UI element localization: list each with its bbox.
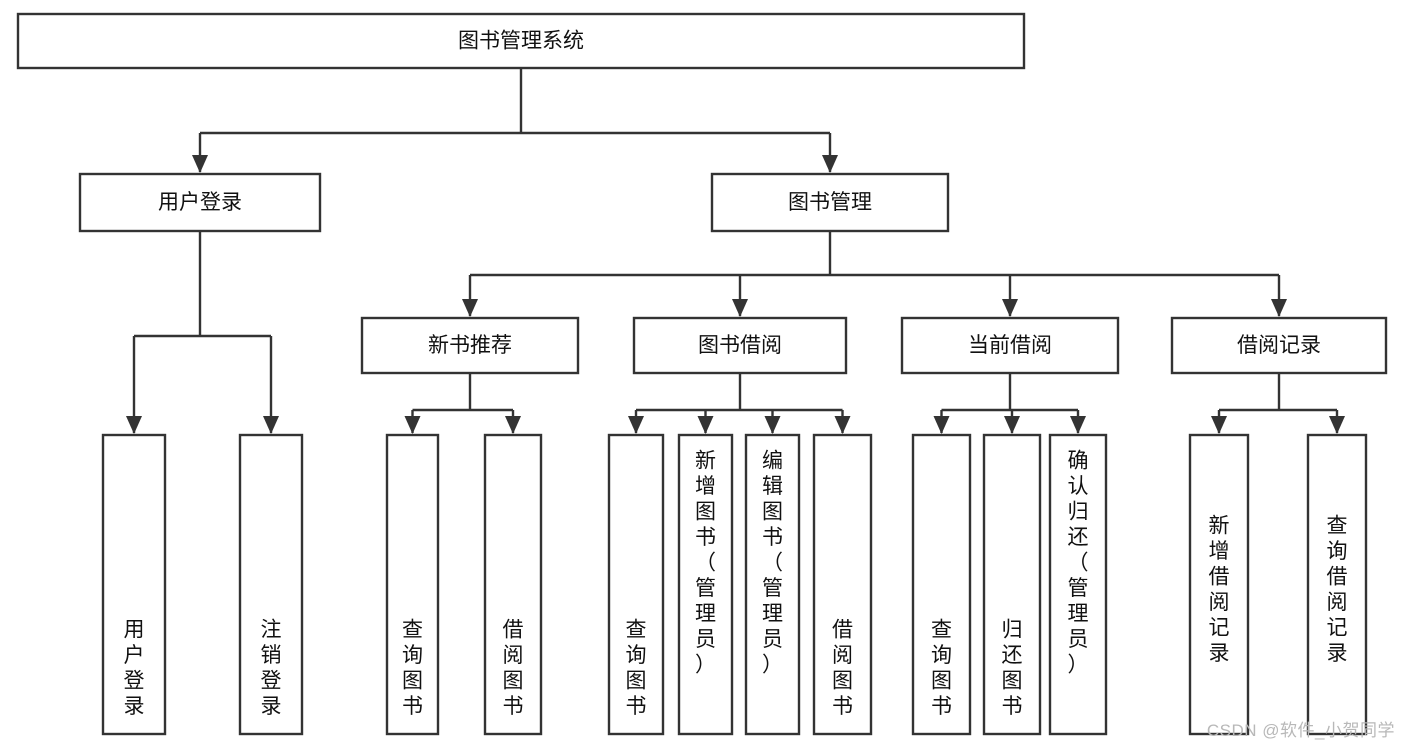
node-level2-0[interactable]: 用户登录 (78, 172, 322, 233)
node-leaf-7-label: 借阅图书 (832, 618, 853, 718)
arrow-head-icon (1070, 416, 1086, 434)
node-level2-1-rect (710, 172, 950, 233)
node-leaf-2-rect (385, 433, 440, 736)
node-leaf-0-rect (101, 433, 167, 736)
node-level3-0-label: 新书推荐 (428, 334, 512, 357)
arrow-head-icon (1271, 299, 1287, 317)
node-leaf-6-rect (744, 433, 801, 736)
node-level3-2-label: 当前借阅 (968, 334, 1052, 357)
arrow-head-icon (404, 416, 421, 434)
node-level2-0-rect (78, 172, 322, 233)
arrow-head-icon (933, 416, 950, 434)
node-level2-1-label: 图书管理 (788, 191, 872, 214)
node-leaf-2[interactable]: 查询图书 (385, 433, 440, 736)
node-leaf-9-rect (982, 433, 1042, 736)
arrow-head-icon (462, 299, 478, 317)
node-leaf-7[interactable]: 借阅图书 (812, 433, 873, 736)
node-leaf-12-rect (1306, 433, 1368, 736)
watermark-label: CSDN @软件_小贺同学 (1206, 721, 1395, 740)
arrow-head-icon (732, 299, 748, 317)
node-leaf-5-rect (677, 433, 734, 736)
arrow-head-icon (1004, 416, 1020, 434)
arrow-head-icon (697, 416, 714, 434)
arrow-head-icon (1329, 416, 1345, 434)
node-level3-0[interactable]: 新书推荐 (360, 316, 580, 375)
node-leaf-5[interactable]: 新增图书（管理员） (677, 433, 734, 736)
node-root-system-label: 图书管理系统 (458, 30, 584, 53)
node-leaf-10-rect (1048, 433, 1108, 736)
arrow-head-icon (822, 155, 838, 173)
arrow-head-icon (263, 416, 279, 434)
node-leaf-1[interactable]: 注销登录 (238, 433, 304, 736)
node-leaf-12[interactable]: 查询借阅记录 (1306, 433, 1368, 736)
node-leaf-0[interactable]: 用户登录 (101, 433, 167, 736)
node-leaf-6[interactable]: 编辑图书（管理员） (744, 433, 801, 736)
node-leaf-11-label: 新增借阅记录 (1209, 514, 1230, 665)
node-leaf-5-label: 新增图书（管理员） (695, 449, 716, 676)
node-level3-3-rect (1170, 316, 1388, 375)
arrow-head-icon (628, 416, 644, 434)
node-leaf-12-label: 查询借阅记录 (1327, 514, 1348, 665)
node-level3-1[interactable]: 图书借阅 (632, 316, 848, 375)
arrow-head-icon (505, 416, 521, 434)
node-leaf-0-label: 用户登录 (124, 618, 145, 718)
node-level3-1-label: 图书借阅 (698, 334, 782, 357)
arrow-head-icon (764, 416, 781, 434)
node-leaf-3-label: 借阅图书 (503, 618, 524, 718)
node-leaf-10[interactable]: 确认归还（管理员） (1048, 433, 1108, 736)
arrow-head-icon (126, 416, 142, 434)
node-level3-2-rect (900, 316, 1120, 375)
node-level2-0-label: 用户登录 (158, 191, 242, 214)
arrow-head-icon (1211, 416, 1227, 434)
node-leaf-3[interactable]: 借阅图书 (483, 433, 543, 736)
node-leaf-4[interactable]: 查询图书 (607, 433, 665, 736)
node-leaf-7-rect (812, 433, 873, 736)
arrow-head-icon (192, 155, 208, 173)
node-level2-1[interactable]: 图书管理 (710, 172, 950, 233)
node-leaf-4-label: 查询图书 (626, 618, 647, 718)
node-leaf-10-label: 确认归还（管理员） (1068, 449, 1089, 676)
node-level3-3[interactable]: 借阅记录 (1170, 316, 1388, 375)
node-leaf-8[interactable]: 查询图书 (911, 433, 972, 736)
node-leaf-11[interactable]: 新增借阅记录 (1188, 433, 1250, 736)
node-leaf-4-rect (607, 433, 665, 736)
node-root-system[interactable]: 图书管理系统 (16, 12, 1026, 70)
node-leaf-8-label: 查询图书 (931, 618, 952, 718)
node-leaf-3-rect (483, 433, 543, 736)
node-leaf-1-rect (238, 433, 304, 736)
arrow-head-icon (834, 416, 851, 434)
node-level3-1-rect (632, 316, 848, 375)
node-leaf-1-label: 注销登录 (261, 618, 282, 718)
node-leaf-9[interactable]: 归还图书 (982, 433, 1042, 736)
node-leaf-11-rect (1188, 433, 1250, 736)
node-level3-0-rect (360, 316, 580, 375)
node-leaf-2-label: 查询图书 (402, 618, 423, 718)
arrow-head-icon (1002, 299, 1018, 317)
node-level3-3-label: 借阅记录 (1237, 334, 1321, 357)
node-root-system-rect (16, 12, 1026, 70)
node-level3-2[interactable]: 当前借阅 (900, 316, 1120, 375)
node-leaf-6-label: 编辑图书（管理员） (762, 449, 783, 676)
node-leaf-8-rect (911, 433, 972, 736)
node-leaf-9-label: 归还图书 (1002, 618, 1023, 718)
